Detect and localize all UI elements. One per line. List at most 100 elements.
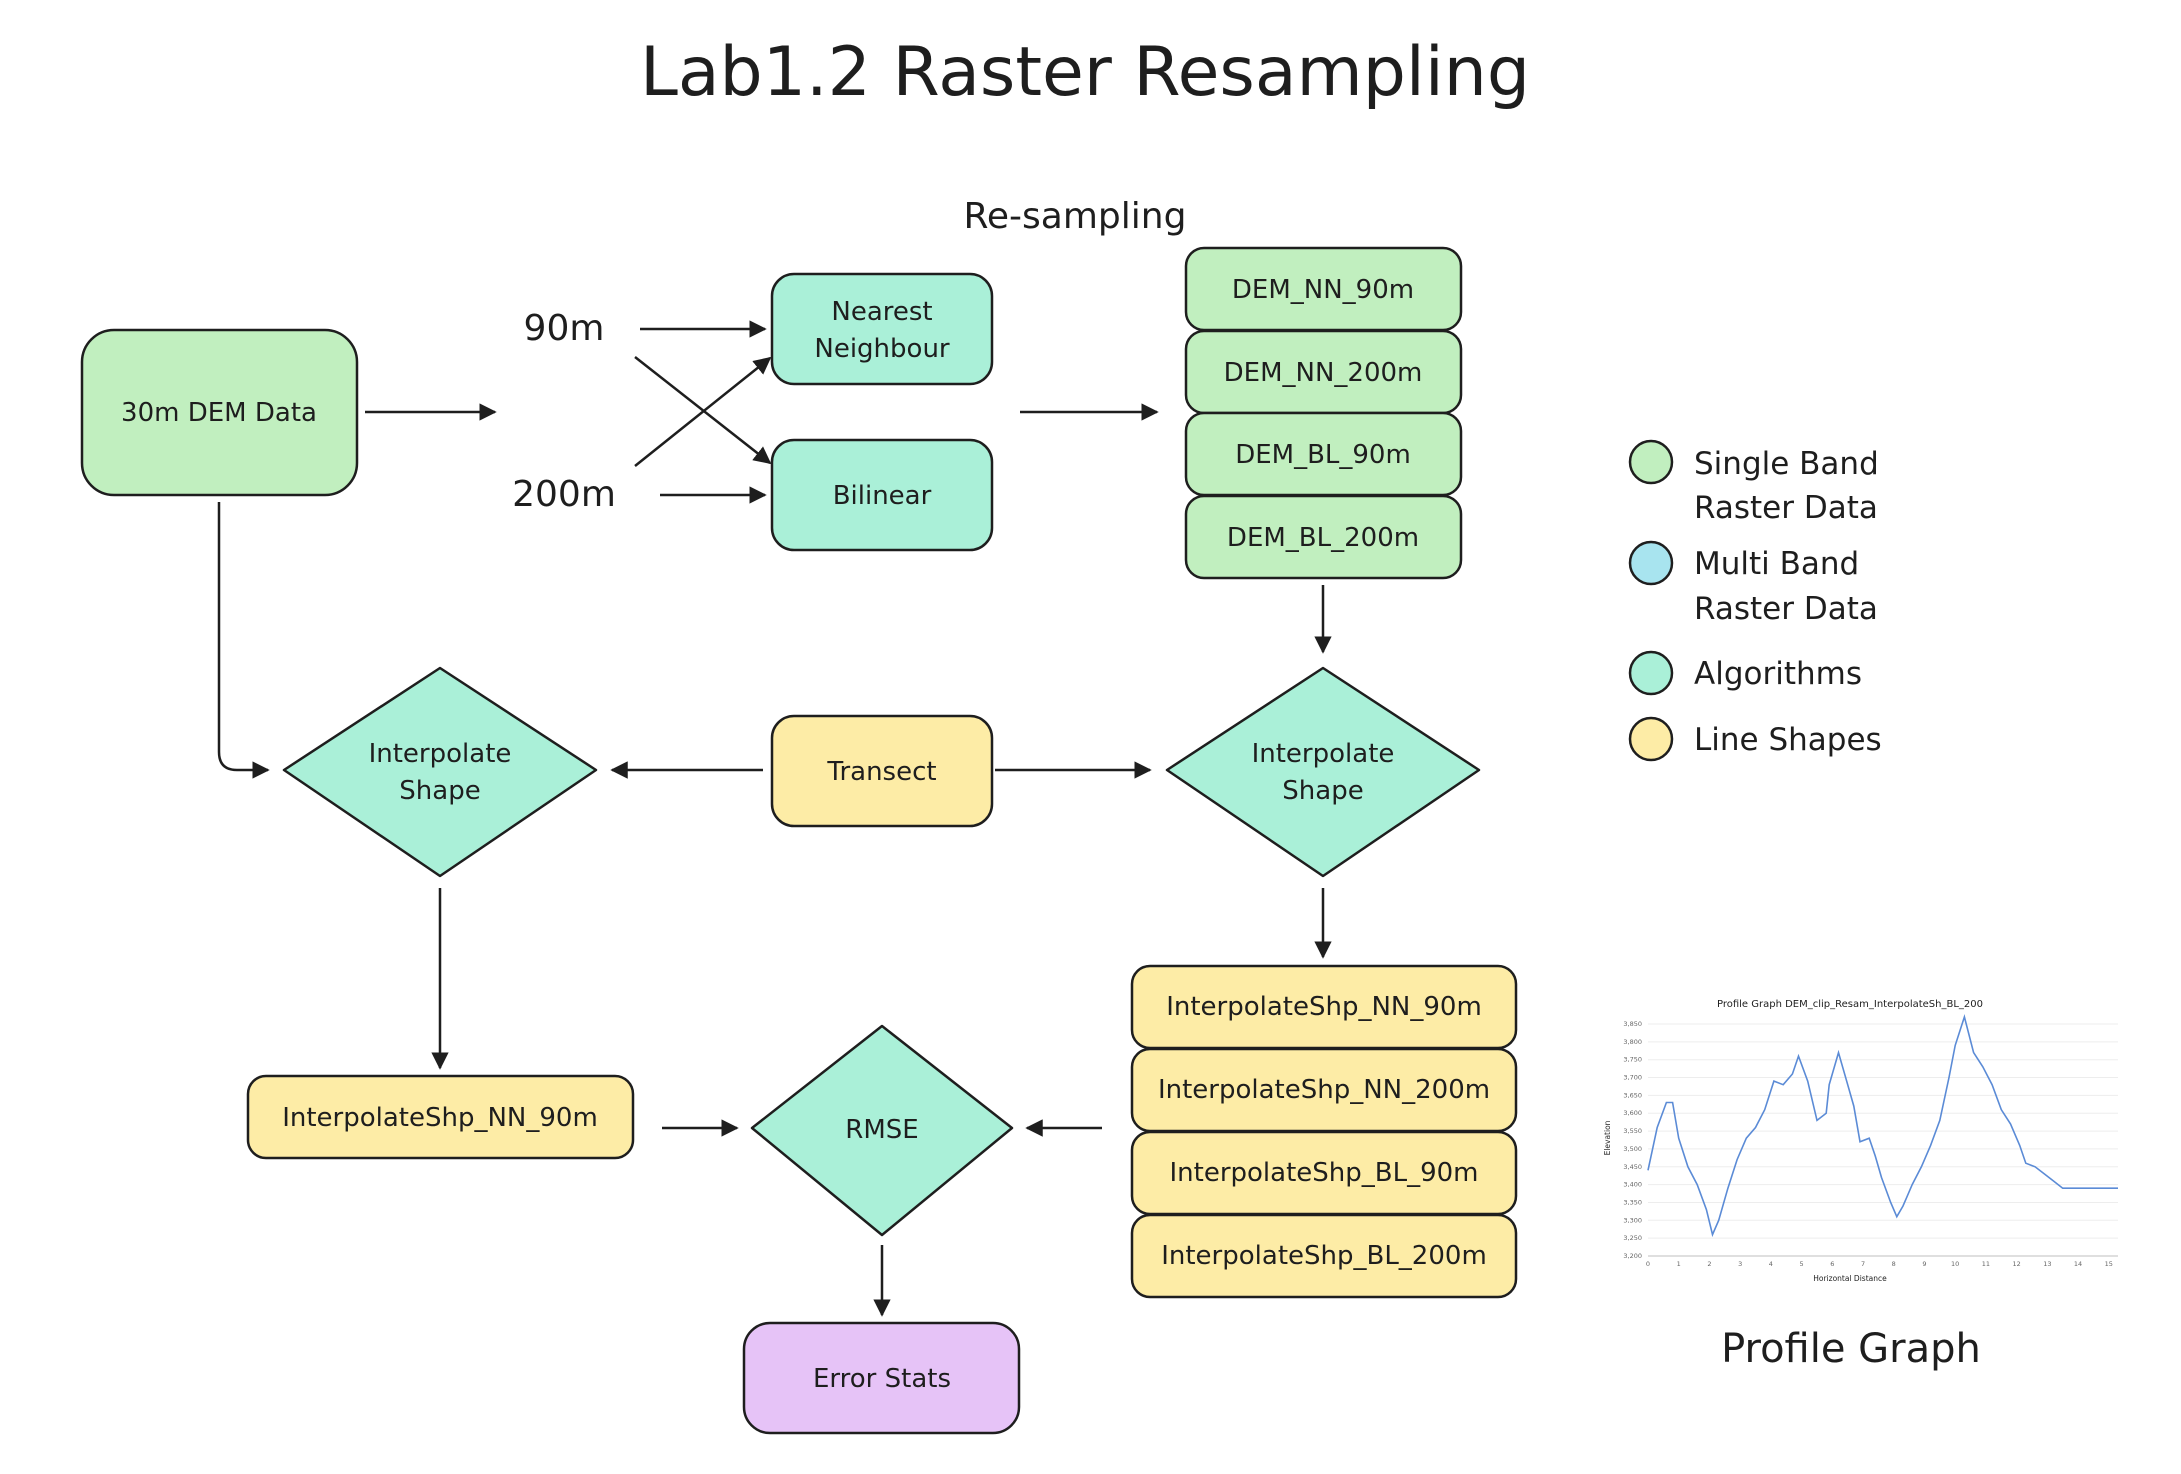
- profile-chart-x-tick: 15: [2105, 1260, 2113, 1268]
- rmse-node[interactable]: RMSE: [750, 1024, 1014, 1237]
- profile-chart-x-tick: 8: [1892, 1260, 1896, 1268]
- profile-chart-y-tick: 3,750: [1623, 1056, 1642, 1064]
- interpolate-shp-bl-200m-label: InterpolateShp_BL_200m: [1161, 1241, 1487, 1271]
- profile-chart-x-tick: 4: [1769, 1260, 1773, 1268]
- page-title: Lab1.2 Raster Resampling: [640, 33, 1530, 112]
- profile-chart-y-tick: 3,450: [1623, 1163, 1642, 1171]
- interpolate-shp-nn-200m-node[interactable]: InterpolateShp_NN_200m: [1130, 1047, 1518, 1133]
- legend: Single Band Raster Data Multi Band Raste…: [1628, 439, 1882, 762]
- interpolate-shape-right-label-line1: Interpolate: [1252, 739, 1395, 769]
- profile-chart-y-tick: 3,350: [1623, 1198, 1642, 1206]
- profile-chart-series-line: [1647, 1014, 2118, 1238]
- profile-chart-y-tick: 3,600: [1623, 1109, 1642, 1117]
- interpolate-shape-right-label-line2: Shape: [1282, 776, 1363, 806]
- interpolate-shape-left-label-line2: Shape: [399, 776, 480, 806]
- nearest-neighbour-label-line2: Neighbour: [814, 334, 950, 364]
- interpolate-shp-nn-90m-label: InterpolateShp_NN_90m: [1166, 992, 1482, 1022]
- profile-graph-caption: Profile Graph: [1721, 1326, 1981, 1372]
- legend-swatch-line-shapes: [1628, 716, 1674, 762]
- legend-label-multi-band-line1: Multi Band: [1694, 546, 1859, 582]
- dem-bl-90m-label: DEM_BL_90m: [1235, 440, 1411, 470]
- error-stats-label: Error Stats: [813, 1364, 951, 1394]
- interpolate-shp-nn-90m-node[interactable]: InterpolateShp_NN_90m: [1130, 964, 1518, 1050]
- dem-outputs-stack: DEM_NN_90m DEM_NN_200m DEM_BL_90m DEM_BL…: [1184, 246, 1463, 580]
- profile-chart-y-tick: 3,500: [1623, 1145, 1642, 1153]
- profile-chart-x-tick: 7: [1861, 1260, 1865, 1268]
- interpolate-shp-nn-200m-label: InterpolateShp_NN_200m: [1158, 1075, 1490, 1105]
- edge-90m-to-bilinear: [634, 356, 772, 465]
- interpolate-shape-left-node[interactable]: Interpolate Shape: [282, 666, 598, 878]
- dem-nn-90m-label: DEM_NN_90m: [1232, 275, 1414, 305]
- profile-chart-y-tick: 3,200: [1623, 1252, 1642, 1260]
- dem-nn-200m-label: DEM_NN_200m: [1224, 358, 1423, 388]
- profile-chart-y-ticks: 3,200 3,250 3,300 3,350 3,400 3,450 3,500 3,550…: [1623, 1020, 1642, 1260]
- profile-chart-x-tick: 3: [1738, 1260, 1742, 1268]
- legend-label-multi-band-line2: Raster Data: [1694, 591, 1878, 627]
- profile-chart-xlabel: Horizontal Distance: [1813, 1274, 1887, 1283]
- transect-node[interactable]: Transect: [770, 714, 994, 828]
- dem-nn-90m-node[interactable]: DEM_NN_90m: [1184, 246, 1463, 332]
- legend-item-multi-band: Multi Band Raster Data: [1628, 540, 1878, 627]
- profile-chart: Profile Graph DEM_clip_Resam_Interpolate…: [1603, 999, 2118, 1283]
- profile-chart-y-tick: 3,800: [1623, 1038, 1642, 1046]
- legend-label-single-band-line2: Raster Data: [1694, 490, 1878, 526]
- interpolate-shp-bl-90m-node[interactable]: InterpolateShp_BL_90m: [1130, 1130, 1518, 1216]
- dem-bl-200m-label: DEM_BL_200m: [1227, 523, 1419, 553]
- profile-chart-x-tick: 12: [2012, 1260, 2020, 1268]
- profile-chart-y-tick: 3,550: [1623, 1127, 1642, 1135]
- profile-chart-x-tick: 0: [1646, 1260, 1650, 1268]
- dem30-node[interactable]: 30m DEM Data: [80, 328, 359, 497]
- edge-dem30-to-interp-left: [217, 502, 270, 779]
- resolution-200m-label: 200m: [512, 474, 616, 515]
- edge-200m-to-nn: [634, 356, 772, 467]
- interpolate-shp-bl-90m-label: InterpolateShp_BL_90m: [1169, 1158, 1478, 1188]
- profile-chart-x-tick: 1: [1677, 1260, 1681, 1268]
- dem30-label: 30m DEM Data: [121, 398, 317, 428]
- transect-label: Transect: [826, 757, 936, 787]
- profile-chart-x-tick: 6: [1830, 1260, 1834, 1268]
- resolution-90m-label: 90m: [524, 308, 605, 349]
- profile-chart-x-tick: 13: [2043, 1260, 2051, 1268]
- resampling-section-label: Re-sampling: [964, 196, 1187, 237]
- interpolate-shp-left-node[interactable]: InterpolateShp_NN_90m: [246, 1074, 635, 1160]
- profile-chart-y-tick: 3,250: [1623, 1234, 1642, 1242]
- profile-chart-y-tick: 3,650: [1623, 1091, 1642, 1099]
- nearest-neighbour-label-line1: Nearest: [831, 297, 932, 327]
- legend-swatch-multi-band: [1628, 540, 1674, 586]
- dem-bl-90m-node[interactable]: DEM_BL_90m: [1184, 411, 1463, 497]
- bilinear-label: Bilinear: [833, 481, 932, 511]
- legend-item-line-shapes: Line Shapes: [1628, 716, 1882, 762]
- profile-chart-y-tick: 3,700: [1623, 1074, 1642, 1082]
- legend-swatch-single-band: [1628, 439, 1674, 485]
- profile-chart-y-tick: 3,300: [1623, 1216, 1642, 1224]
- legend-item-algorithms: Algorithms: [1628, 650, 1862, 696]
- legend-item-single-band: Single Band Raster Data: [1628, 439, 1879, 526]
- interpolate-shp-stack: InterpolateShp_NN_90m InterpolateShp_NN_…: [1130, 964, 1518, 1299]
- profile-chart-x-tick: 9: [1922, 1260, 1926, 1268]
- profile-chart-x-tick: 11: [1982, 1260, 1990, 1268]
- interpolate-shp-left-label: InterpolateShp_NN_90m: [282, 1103, 598, 1133]
- profile-chart-x-tick: 10: [1951, 1260, 1959, 1268]
- profile-chart-title: Profile Graph DEM_clip_Resam_Interpolate…: [1717, 999, 1983, 1010]
- profile-chart-x-tick: 2: [1707, 1260, 1711, 1268]
- edges: [217, 320, 1332, 1317]
- interpolate-shape-right-node[interactable]: Interpolate Shape: [1165, 666, 1481, 878]
- nearest-neighbour-node[interactable]: Nearest Neighbour: [770, 272, 994, 386]
- profile-chart-x-tick: 5: [1800, 1260, 1804, 1268]
- error-stats-node[interactable]: Error Stats: [742, 1321, 1021, 1435]
- profile-chart-y-tick: 3,850: [1623, 1020, 1642, 1028]
- dem-nn-200m-node[interactable]: DEM_NN_200m: [1184, 329, 1463, 415]
- legend-label-line-shapes: Line Shapes: [1694, 722, 1882, 758]
- rmse-label: RMSE: [845, 1115, 918, 1145]
- profile-chart-y-tick: 3,400: [1623, 1181, 1642, 1189]
- dem-bl-200m-node[interactable]: DEM_BL_200m: [1184, 494, 1463, 580]
- interpolate-shp-bl-200m-node[interactable]: InterpolateShp_BL_200m: [1130, 1213, 1518, 1299]
- profile-chart-x-tick: 14: [2074, 1260, 2082, 1268]
- legend-label-single-band-line1: Single Band: [1694, 446, 1879, 482]
- bilinear-node[interactable]: Bilinear: [770, 438, 994, 552]
- legend-label-algorithms: Algorithms: [1694, 656, 1862, 692]
- legend-swatch-algorithms: [1628, 650, 1674, 696]
- profile-chart-ylabel: Elevation: [1603, 1120, 1612, 1155]
